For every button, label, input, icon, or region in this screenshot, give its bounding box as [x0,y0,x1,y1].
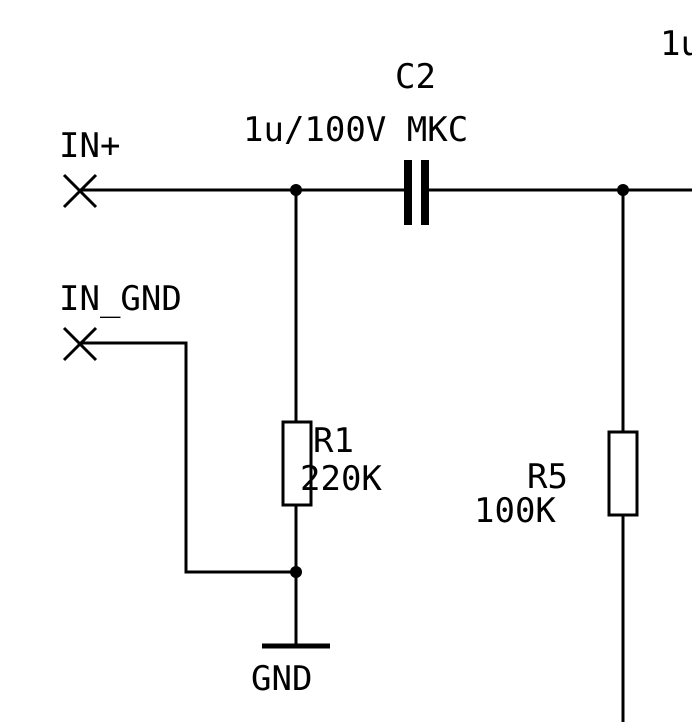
label-r1-ref: R1 [313,421,354,461]
label-c2-value: 1u/100V MKC [243,110,468,150]
capacitor-c2-plate-left [404,160,412,225]
label-top-right-partial: 1u [660,24,692,64]
junction-r1-top [290,184,302,196]
capacitor-c2-plate-right [421,160,429,225]
label-r5-value: 100K [474,491,556,531]
resistor-r1 [281,420,313,507]
wire-in-gnd [80,341,296,574]
junction-r5-top [617,184,629,196]
label-in-gnd: IN_GND [59,279,182,319]
connector-in-gnd-cross [62,326,98,362]
resistor-r5 [607,430,639,517]
label-c2-ref: C2 [395,57,436,97]
label-in-plus: IN+ [59,126,120,166]
label-gnd: GND [251,659,312,699]
label-r5-ref: R5 [527,457,568,497]
connector-in-plus-cross [62,173,98,209]
junction-gnd [290,566,302,578]
label-r1-value: 220K [300,459,382,499]
